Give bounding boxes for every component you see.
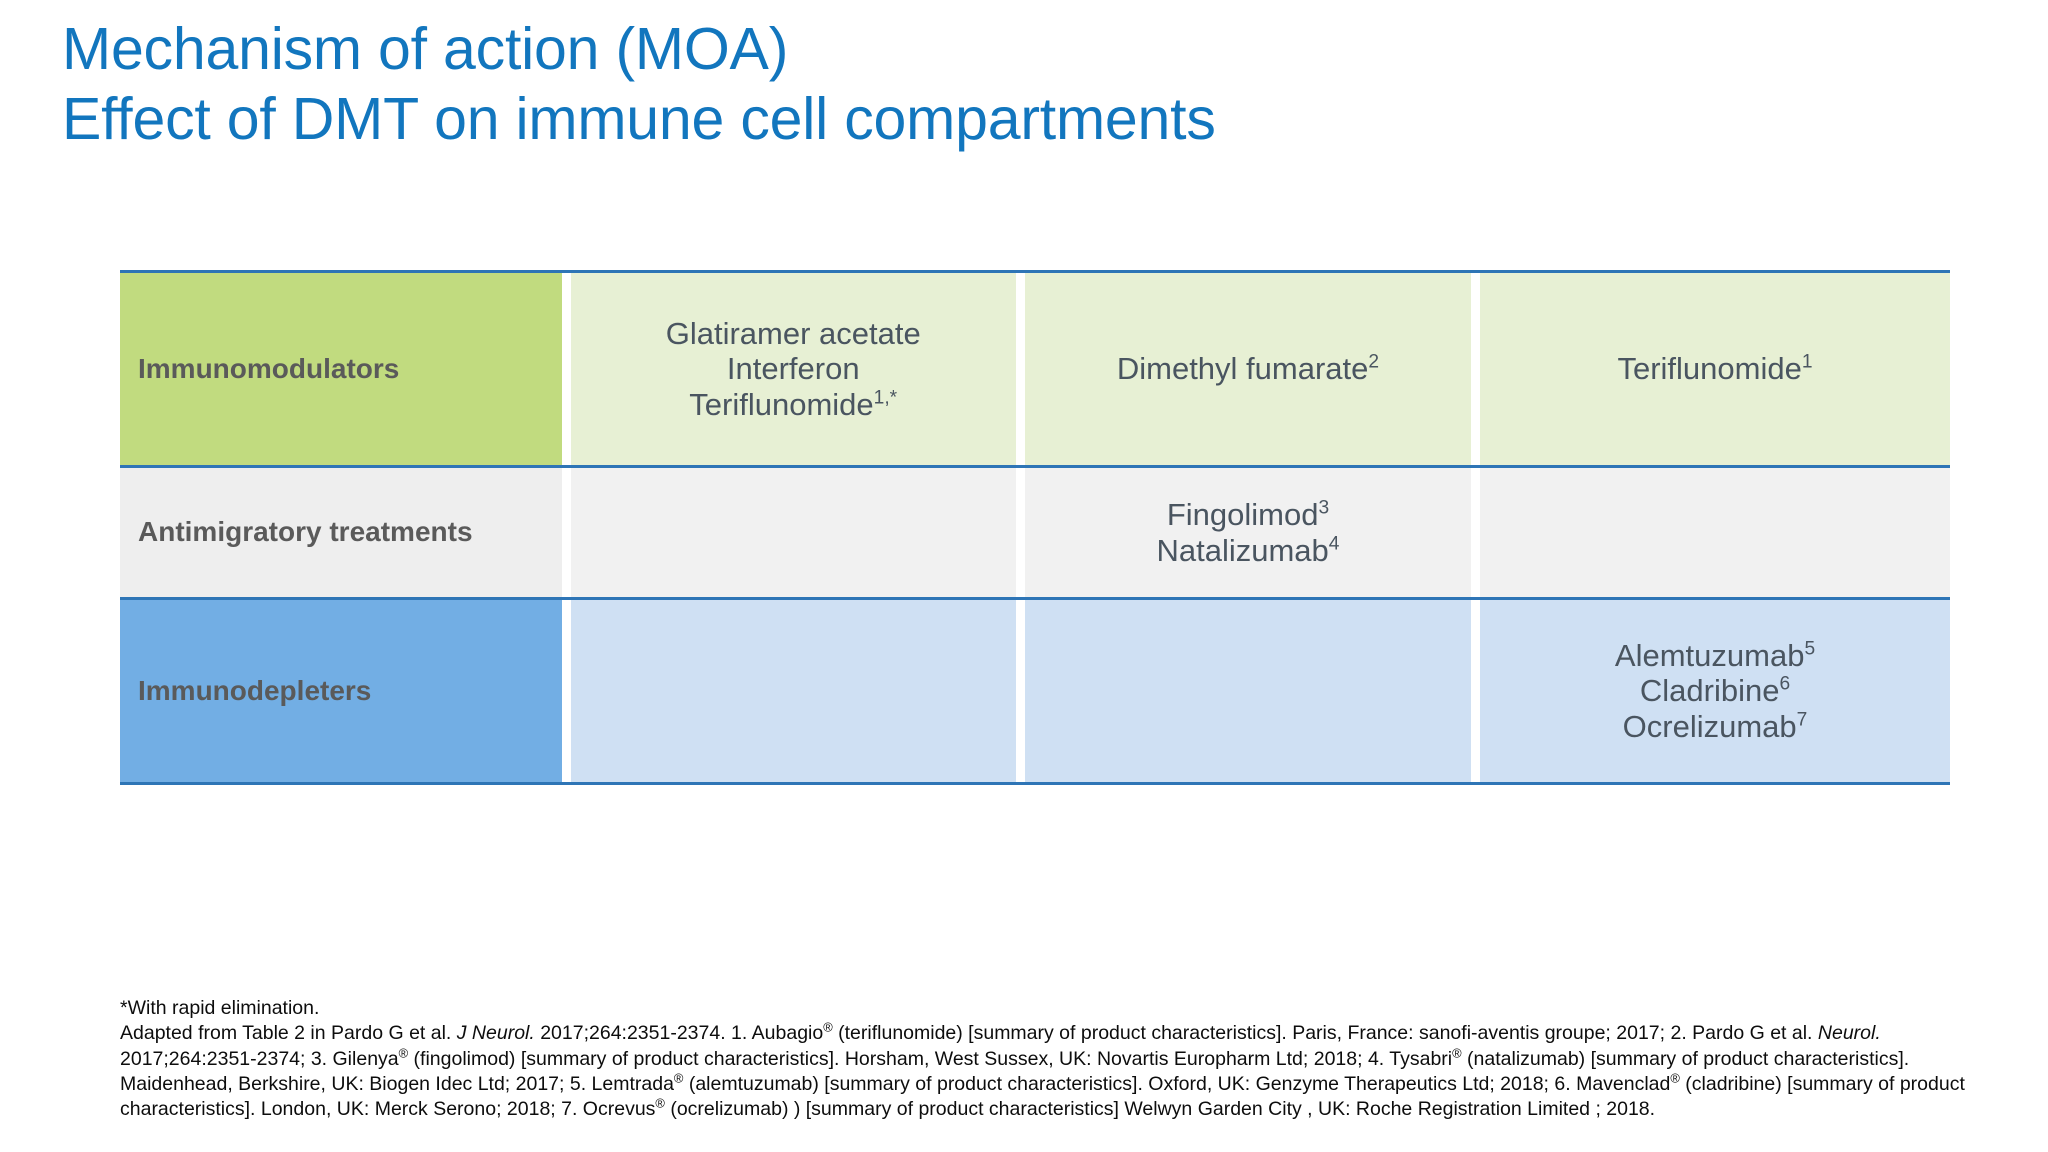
drug-name: Alemtuzumab	[1614, 637, 1805, 673]
footnote-citation: Adapted from Table 2 in Pardo G et al. J…	[120, 1019, 1965, 1121]
drug-reference-superscript: 5	[1804, 638, 1816, 660]
table-row-divider	[120, 465, 1950, 468]
cell-immunomodulators-col3: Dimethyl fumarate2	[1024, 273, 1472, 465]
row-label-antimigratory-treatments: Antimigratory treatments	[120, 468, 562, 597]
drug-name: Ocrelizumab	[1622, 708, 1797, 744]
cell-immunomodulators-col4: Teriflunomide1	[1480, 273, 1951, 465]
drug-label: Fingolimod3	[1167, 497, 1329, 533]
drug-label: Natalizumab4	[1156, 533, 1339, 569]
drug-reference-superscript: 6	[1779, 673, 1791, 695]
row-label-text: Immunomodulators	[138, 352, 400, 384]
drug-label: Interferon	[727, 351, 860, 387]
drug-name: Natalizumab	[1156, 532, 1329, 568]
drug-name: Teriflunomide	[1617, 351, 1802, 387]
drug-name: Dimethyl fumarate	[1116, 351, 1369, 387]
drug-label: Ocrelizumab7	[1623, 709, 1808, 745]
drug-label: Teriflunomide1,*	[689, 387, 897, 423]
drug-reference-superscript: 1,*	[873, 387, 898, 409]
drug-reference-superscript: 1	[1801, 351, 1813, 373]
footnote-asterisk: *With rapid elimination.	[120, 997, 320, 1019]
row-label-text: Immunodepleters	[138, 674, 372, 706]
column-separator	[1015, 273, 1025, 465]
drug-label: Teriflunomide1	[1617, 351, 1812, 387]
column-separator	[561, 273, 571, 465]
drug-name: Fingolimod	[1166, 496, 1319, 532]
column-separator	[1015, 600, 1025, 782]
table-top-border	[120, 270, 1950, 273]
cell-antimigratory-treatments-col4	[1480, 468, 1951, 597]
drug-name: Cladribine	[1639, 673, 1780, 709]
drug-label: Alemtuzumab5	[1615, 638, 1815, 674]
cell-immunodepleters-col2	[570, 600, 1016, 782]
column-separator	[561, 468, 571, 597]
page-title: Mechanism of action (MOA) Effect of DMT …	[62, 14, 1862, 154]
drug-label: Glatiramer acetate	[666, 316, 921, 352]
drug-name: Teriflunomide	[689, 386, 874, 422]
drug-reference-superscript: 4	[1328, 533, 1340, 555]
drug-reference-superscript: 7	[1796, 709, 1808, 731]
table-row-divider	[120, 782, 1950, 785]
drug-label: Dimethyl fumarate2	[1117, 351, 1379, 387]
cell-immunodepleters-col3	[1024, 600, 1472, 782]
cell-antimigratory-treatments-col2	[570, 468, 1016, 597]
footnotes: *With rapid elimination. Adapted from Ta…	[120, 996, 2020, 1123]
title-line-2: Effect of DMT on immune cell compartment…	[62, 86, 1216, 153]
drug-label: Cladribine6	[1640, 673, 1790, 709]
drug-name: Glatiramer acetate	[665, 315, 921, 351]
table-row-divider	[120, 597, 1950, 600]
drug-name: Interferon	[726, 351, 860, 387]
drug-reference-superscript: 2	[1368, 351, 1380, 373]
row-label-immunomodulators: Immunomodulators	[120, 273, 562, 465]
column-separator	[1471, 600, 1481, 782]
column-separator	[1471, 273, 1481, 465]
title-line-1: Mechanism of action (MOA)	[62, 16, 789, 82]
column-separator	[1015, 468, 1025, 597]
column-separator	[1471, 468, 1481, 597]
column-separator	[561, 600, 571, 782]
row-label-text: Antimigratory treatments	[138, 516, 473, 548]
drug-reference-superscript: 3	[1318, 497, 1330, 519]
row-label-immunodepleters: Immunodepleters	[120, 600, 562, 782]
